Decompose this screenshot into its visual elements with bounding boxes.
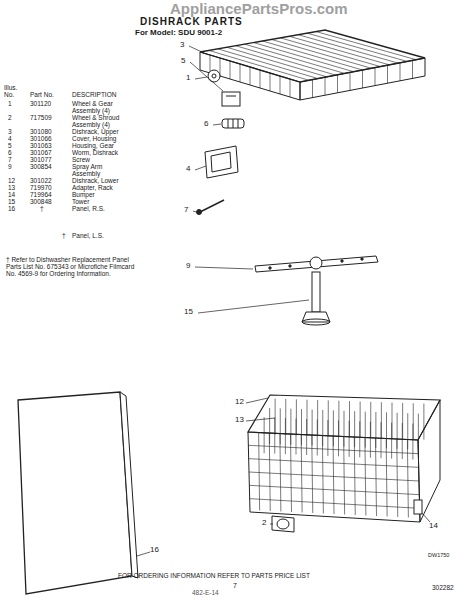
callout-number: 6 (204, 120, 208, 129)
part-number: 301066 (30, 135, 52, 142)
part-number: † (40, 205, 44, 212)
part-description: Adapter, Rack (72, 184, 130, 191)
callout-number: 4 (186, 165, 190, 174)
upper-dishrack (200, 30, 425, 100)
illus-number: 14 (8, 191, 15, 198)
illus-number: 9 (8, 163, 12, 170)
worm (222, 119, 244, 128)
part-description: Panel, R.S. (72, 205, 130, 212)
part-number: 301063 (30, 142, 52, 149)
illus-number: 13 (8, 184, 15, 191)
part-description: Dishrack, Lower (72, 177, 130, 184)
spray-arm (255, 256, 378, 272)
part-number: 301022 (30, 177, 52, 184)
callout-number: 1 (186, 74, 190, 83)
wheel-shroud (272, 516, 294, 532)
illus-number: 1 (8, 100, 12, 107)
screw (200, 200, 224, 212)
column-head: Part No. (30, 91, 54, 98)
watermark: AppliancePartsPros.com (170, 1, 348, 18)
column-head: DESCRIPTION (72, 91, 116, 98)
part-description: Bumper (72, 191, 130, 198)
handwritten-note: 482-E-14 (192, 589, 219, 596)
callout-number: 16 (150, 546, 159, 555)
part-number: 300848 (30, 198, 52, 205)
part-number: 717509 (30, 114, 52, 121)
illus-number: 6 (8, 149, 12, 156)
part-description: Wheel & Shroud Assembly (4) (72, 114, 130, 128)
callout-number: 13 (235, 416, 244, 425)
dagger-mark: † (62, 232, 66, 239)
illus-number: 12 (8, 177, 15, 184)
part-description: Dishrack, Upper (72, 128, 130, 135)
callout-number: 12 (235, 398, 244, 407)
part-number: 719970 (30, 184, 52, 191)
part-description: Wheel & Gear Assembly (4) (72, 100, 130, 114)
part-description: Spray Arm Assembly (72, 163, 130, 177)
drawing-code: DW1750 (428, 552, 449, 558)
callout-number: 2 (262, 519, 266, 528)
part-number: 301077 (30, 156, 52, 163)
lower-dishrack (248, 395, 440, 522)
illus-number: 5 (8, 142, 12, 149)
illus-number: 15 (8, 198, 15, 205)
callout-number: 5 (181, 57, 185, 66)
callout-number: 3 (180, 41, 184, 50)
housing-cover (205, 146, 238, 178)
illus-number: 2 (8, 114, 12, 121)
part-number: 301120 (30, 100, 51, 107)
side-panel (18, 392, 138, 594)
bumper (414, 500, 422, 514)
part-number: 719964 (30, 191, 52, 198)
callout-number: 15 (184, 308, 193, 317)
footer-note: FOR ORDERING INFORMATION REFER TO PARTS … (118, 572, 310, 579)
part-description: Tower (72, 198, 130, 205)
part-number: 301080 (30, 128, 52, 135)
part-number: 300854 (30, 163, 52, 170)
callout-number: 7 (184, 206, 188, 215)
callout-number: 9 (186, 262, 190, 271)
column-head: Illus. No. (4, 84, 26, 98)
tower (312, 272, 320, 312)
illus-number: 7 (8, 156, 12, 163)
part-number: 301067 (30, 149, 52, 156)
part-description: Panel, L.S. (72, 232, 104, 239)
wheel-gear (208, 70, 220, 82)
part-description: Housing, Gear (72, 142, 130, 149)
illus-number: 3 (8, 128, 12, 135)
illus-number: 4 (8, 135, 12, 142)
gear-housing (222, 92, 240, 106)
leader-lines (137, 46, 430, 556)
part-description: Cover, Housing (72, 135, 130, 142)
page-number: 7 (233, 582, 237, 590)
callout-number: 14 (429, 522, 438, 531)
title: DISHRACK PARTS (140, 16, 243, 27)
part-description: Screw (72, 156, 130, 163)
model-line: For Model: SDU 9001-2 (135, 29, 222, 38)
document-number: 302282 (432, 584, 454, 591)
part-description: Worm, Dishrack (72, 149, 130, 156)
illus-number: 16 (8, 205, 15, 212)
footnote: † Refer to Dishwasher Replacement Panel … (6, 256, 136, 277)
